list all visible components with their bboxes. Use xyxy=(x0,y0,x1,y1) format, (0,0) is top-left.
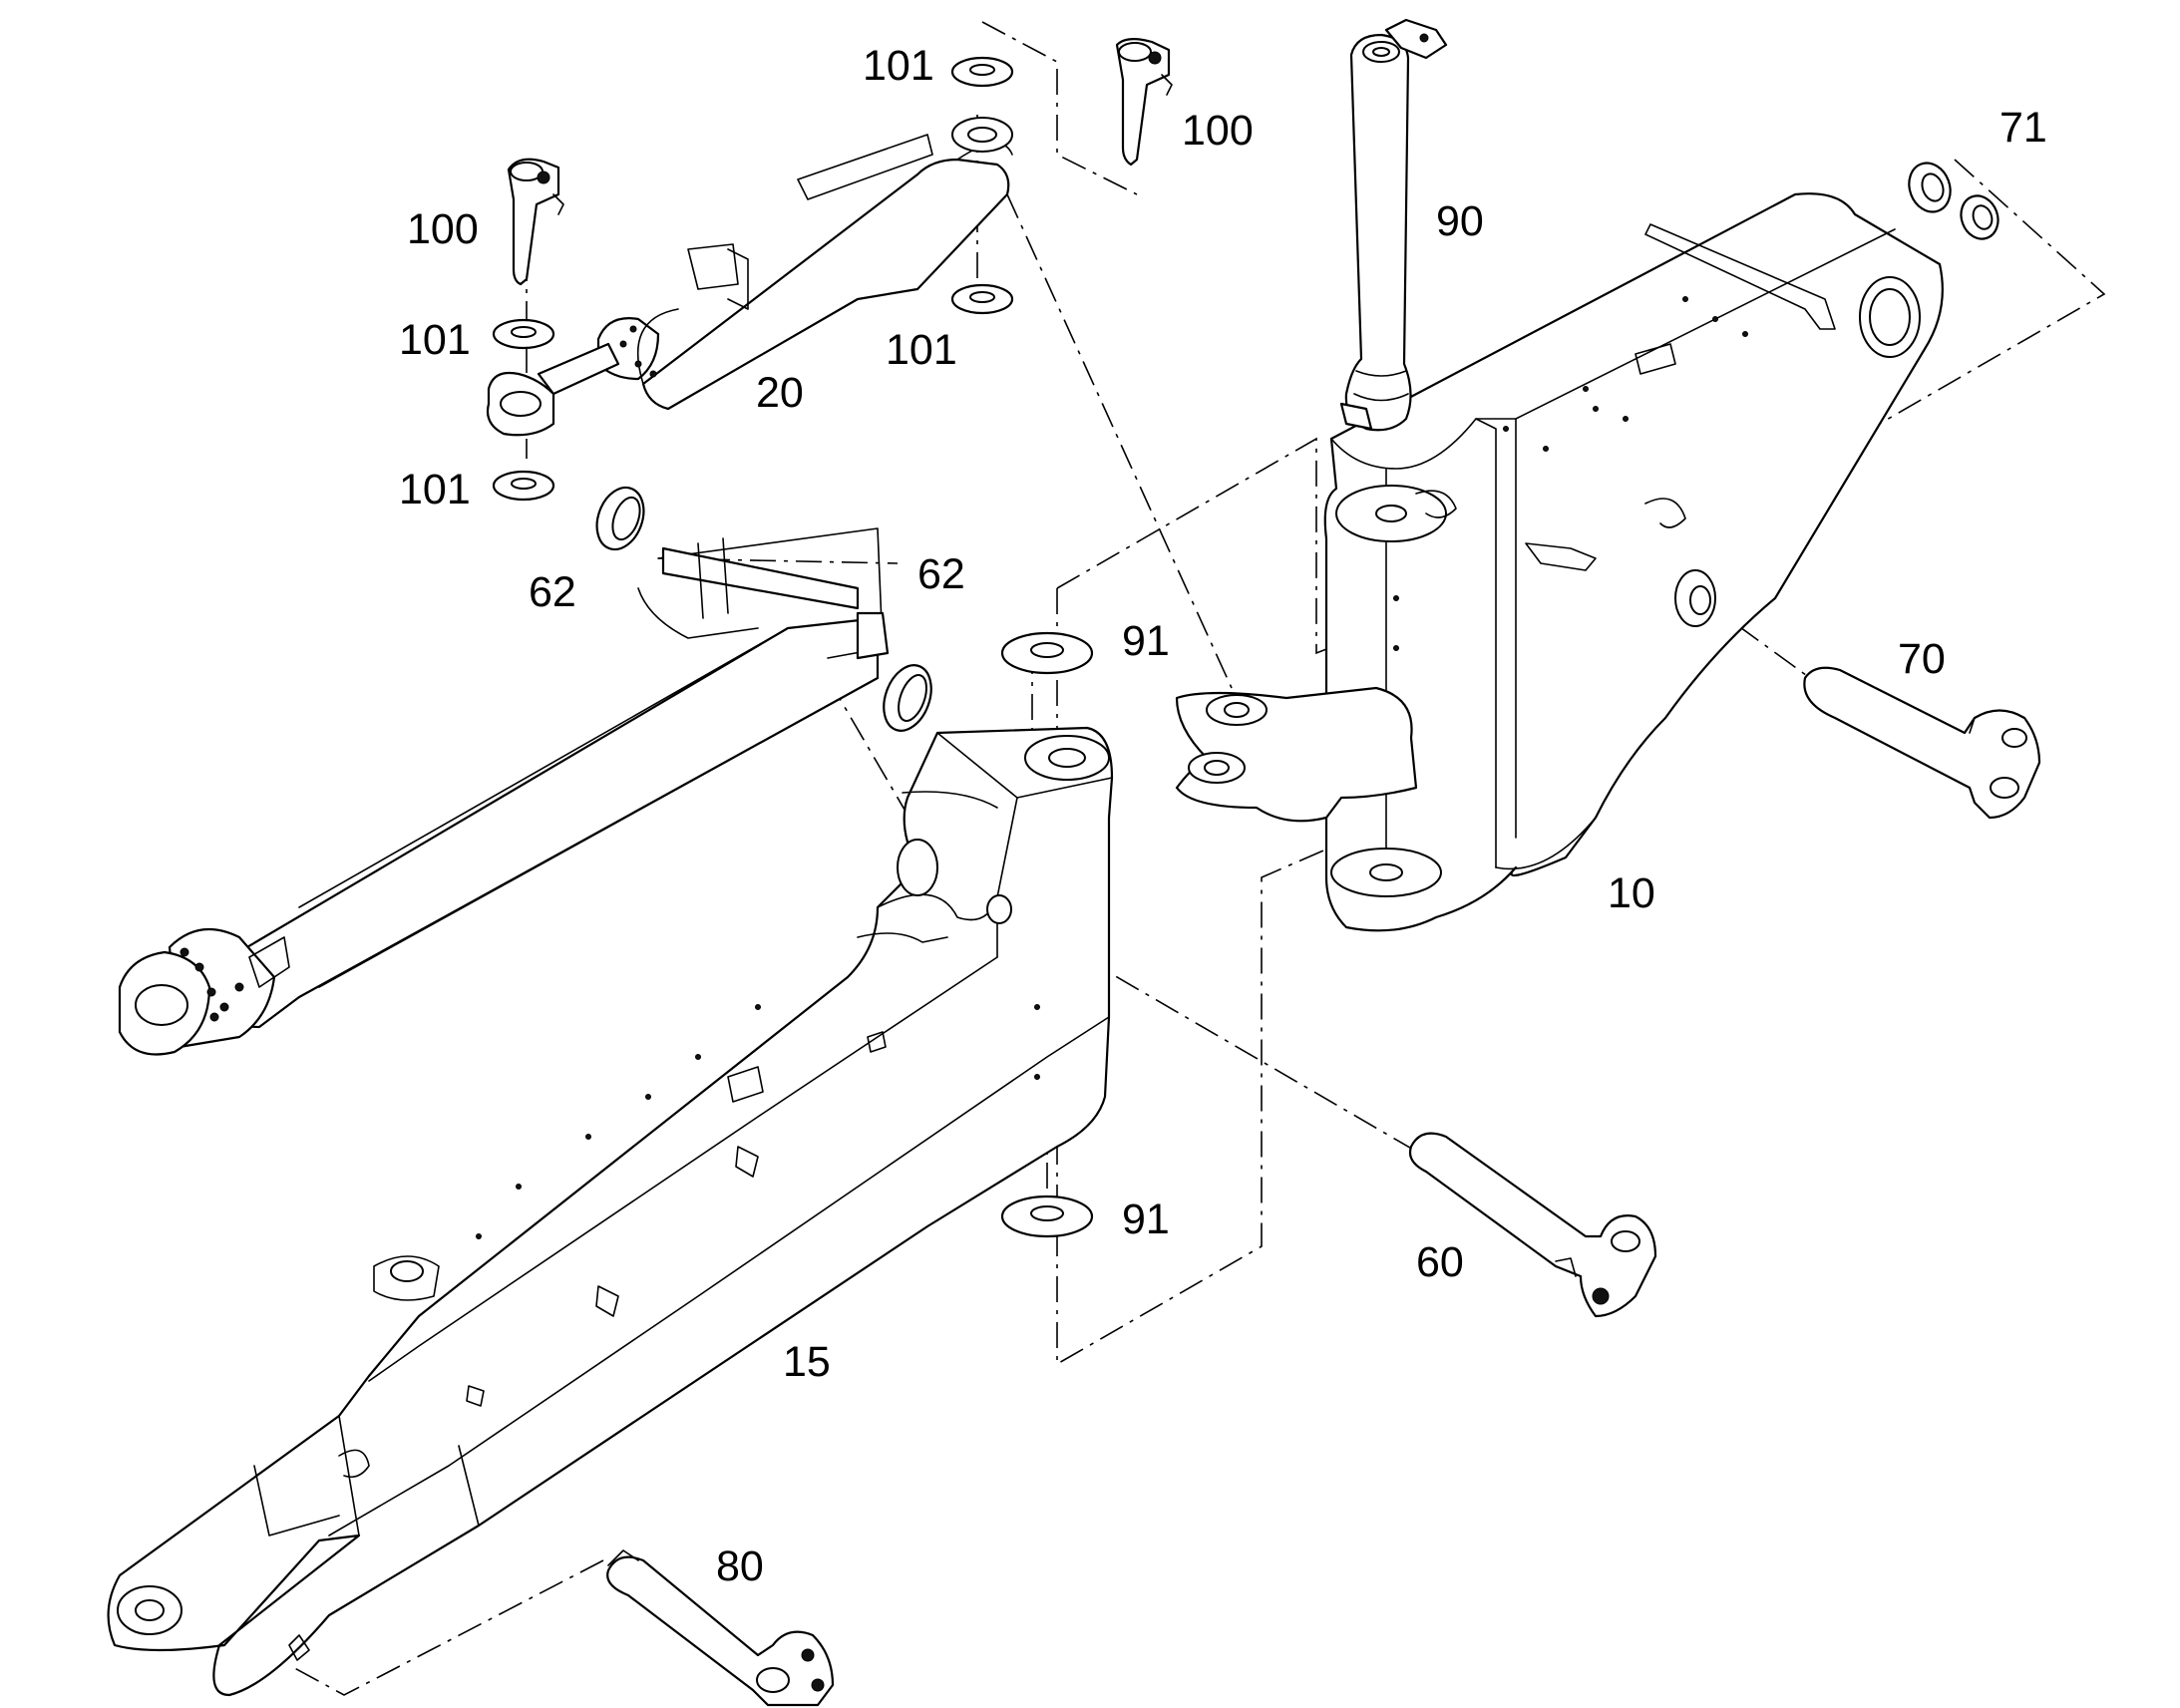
pin-100-right xyxy=(1115,38,1173,167)
swing-bracket-part-10 xyxy=(1175,192,1944,932)
washer-101-left-lower xyxy=(492,470,555,502)
callout-100: 100 xyxy=(1182,107,1254,155)
callout-91: 91 xyxy=(1122,1196,1170,1243)
callout-91: 91 xyxy=(1122,617,1170,665)
washers xyxy=(492,56,1999,1238)
pin-100-left xyxy=(507,158,564,286)
callout-62: 62 xyxy=(917,550,965,598)
cylinder-part-20 xyxy=(486,117,1013,437)
callout-90: 90 xyxy=(1436,197,1484,245)
pin-90 xyxy=(1339,18,1448,432)
callout-20: 20 xyxy=(756,369,804,417)
washer-91-upper xyxy=(1000,631,1094,675)
callout-labels: 101 100 100 101 101 20 101 90 71 62 62 9… xyxy=(399,42,2047,1590)
washer-101-mid-right xyxy=(950,283,1014,315)
pin-80 xyxy=(606,1549,835,1707)
pin-60 xyxy=(1408,1132,1657,1318)
washer-62-left xyxy=(595,486,645,551)
callout-15: 15 xyxy=(783,1338,831,1386)
washer-101-left-upper xyxy=(492,318,555,350)
pin-70 xyxy=(1803,666,2041,820)
washer-91-lower xyxy=(1000,1195,1094,1238)
callout-10: 10 xyxy=(1608,869,1655,917)
callout-101: 101 xyxy=(399,466,471,513)
callout-80: 80 xyxy=(716,1542,764,1590)
washer-62-right xyxy=(883,664,932,732)
boom-cylinder xyxy=(118,527,890,1056)
callout-70: 70 xyxy=(1898,635,1946,683)
washer-101-top-right xyxy=(950,56,1014,88)
callout-62: 62 xyxy=(529,568,576,616)
callout-101: 101 xyxy=(399,316,471,364)
callout-101: 101 xyxy=(863,42,934,90)
callout-100: 100 xyxy=(407,205,479,253)
boom-part-15 xyxy=(107,726,1114,1697)
washer-71-a xyxy=(1908,162,1952,213)
callout-101: 101 xyxy=(886,326,957,374)
callout-60: 60 xyxy=(1416,1238,1464,1286)
washer-71-b xyxy=(1960,194,1999,240)
callout-71: 71 xyxy=(1999,104,2047,152)
